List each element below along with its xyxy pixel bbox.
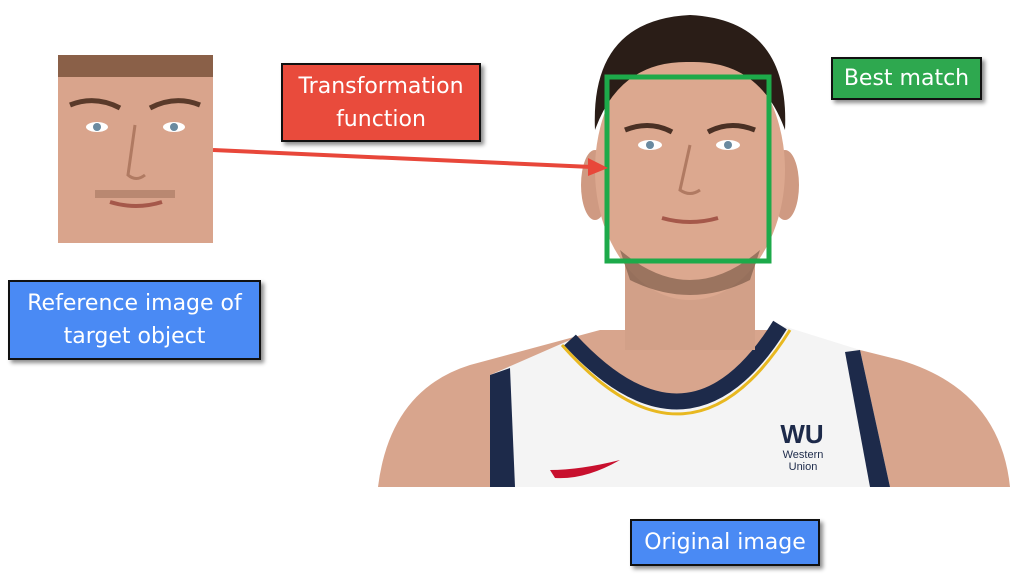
- original-image-label: Original image: [630, 519, 820, 566]
- best-match-label: Best match: [831, 57, 982, 100]
- swoosh-logo: [550, 460, 620, 479]
- jersey-logo-wu: WU: [780, 419, 823, 449]
- reference-image: [58, 55, 213, 243]
- svg-text:Union: Union: [789, 461, 818, 473]
- original-image: WU Western Union: [378, 15, 1010, 487]
- svg-text:Western: Western: [783, 449, 824, 461]
- best-match-box: [604, 74, 772, 264]
- transformation-function-label: Transformation function: [281, 63, 481, 142]
- transformation-arrow: [212, 148, 608, 176]
- reference-image-label: Reference image of target object: [8, 280, 261, 360]
